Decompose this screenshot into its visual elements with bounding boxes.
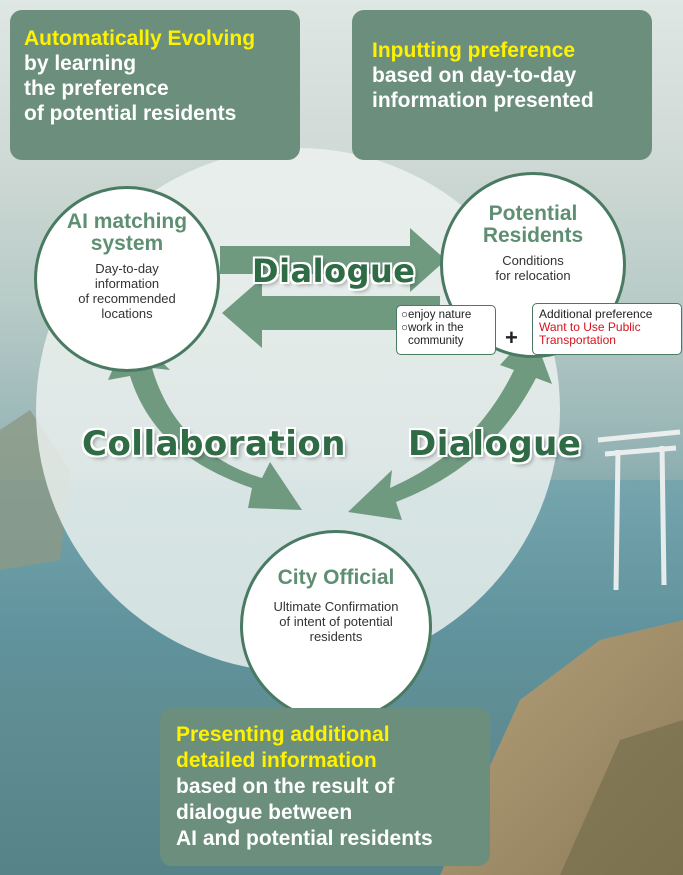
preference-line-2: information presented [372,89,594,112]
ai-node-sub-4: locations [101,306,153,321]
arrow-residents-to-ai [222,278,440,348]
evolving-box: Automatically Evolving by learning the p… [10,10,300,160]
preference-line-1: based on day-to-day [372,64,577,87]
conditions-card: ○enjoy nature ○work in the community [396,305,496,355]
residents-sub-2: for relocation [495,268,571,283]
additional-preference-title: Additional preference [539,307,653,321]
city-official-node: City Official Ultimate Confirmation of i… [240,530,432,722]
official-sub-2: of intent of potential [279,614,393,629]
dialogue-label-right: Dialogue [408,424,582,464]
collaboration-label: Collaboration [82,424,346,464]
plus-sign: + [505,325,518,350]
ai-node-sub-3: of recommended [78,291,176,306]
additional-preference-value: Want to Use Public Transportation [539,320,641,347]
presenting-line-1: based on the result of [176,775,395,798]
residents-sub-1: Conditions [502,253,564,268]
ai-matching-node: AI matching system Day-to-day informatio… [34,186,220,372]
arrow-ai-to-residents [220,228,446,292]
evolving-line-2: the preference [24,77,169,100]
official-title: City Official [277,566,395,589]
residents-title-2: Residents [482,224,584,247]
presenting-box: Presenting additional detailed informati… [160,708,490,866]
residents-title-1: Potential [488,202,578,225]
condition-item-2: ○work in the community [401,322,464,347]
ai-node-sub-2: information [94,276,160,291]
evolving-highlight: Automatically Evolving [24,27,256,50]
ai-node-title-1: AI matching [66,210,188,233]
official-sub-1: Ultimate Confirmation [273,599,399,614]
presenting-highlight-2: detailed information [176,749,377,772]
official-sub-3: residents [309,629,363,644]
presenting-line-3: AI and potential residents [176,827,433,850]
evolving-line-1: by learning [24,52,137,75]
torii-gate [597,429,681,591]
ai-node-sub-1: Day-to-day [95,261,159,276]
preference-box: Inputting preference based on day-to-day… [352,10,652,160]
presenting-highlight-1: Presenting additional [176,723,390,746]
condition-item-1: ○enjoy nature [401,309,472,321]
ai-node-title-2: system [90,232,164,255]
presenting-line-2: dialogue between [176,801,353,824]
preference-highlight: Inputting preference [372,39,576,62]
evolving-line-3: of potential residents [24,102,237,125]
dialogue-label-top: Dialogue [252,252,416,290]
additional-preference-card: Additional preference Want to Use Public… [532,303,682,355]
